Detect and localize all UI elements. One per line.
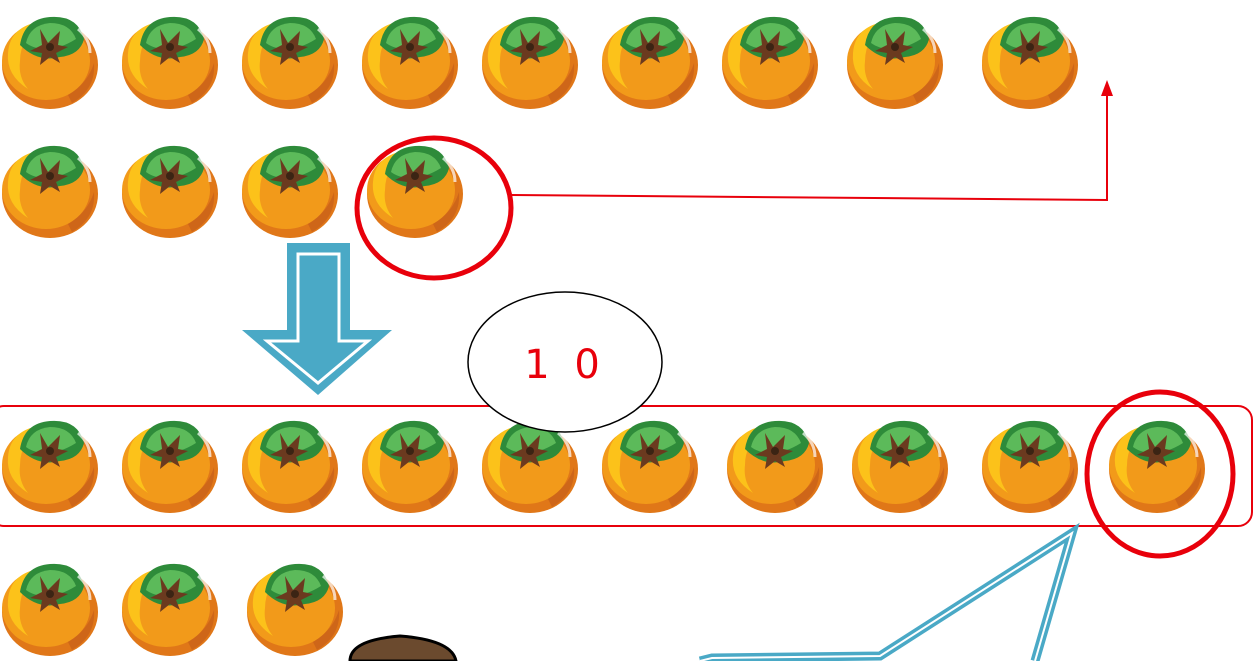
persimmon-icon [240, 15, 340, 111]
persimmon-icon [120, 419, 220, 515]
persimmon-icon [120, 15, 220, 111]
persimmon-icon [480, 419, 580, 515]
persimmon-icon [600, 15, 700, 111]
persimmon-icon [1107, 419, 1207, 515]
speech-bubble-callout [698, 522, 1080, 661]
persimmon-icon [980, 15, 1080, 111]
count-label-bubble [467, 291, 663, 433]
persimmon-icon [480, 15, 580, 111]
persimmon-icon [240, 144, 340, 240]
persimmon-icon [850, 419, 950, 515]
persimmon-icon [240, 419, 340, 515]
row-second [0, 144, 465, 240]
row-bottom [0, 562, 345, 658]
persimmon-icon [0, 419, 100, 515]
highlight-circle-moving [354, 135, 514, 281]
persimmon-icon [120, 144, 220, 240]
persimmon-icon [360, 419, 460, 515]
count-label-text: 1 0 [524, 342, 606, 388]
row-top [0, 15, 1080, 111]
persimmon-icon [0, 144, 100, 240]
persimmon-icon [0, 562, 100, 658]
row-grouped [0, 419, 1207, 515]
highlight-circle-added [1084, 389, 1236, 559]
character-head [348, 634, 458, 661]
persimmon-icon [360, 15, 460, 111]
persimmon-icon [0, 15, 100, 111]
connector-arrow-icon [511, 80, 1113, 202]
down-arrow-icon [242, 243, 392, 395]
persimmon-icon [725, 419, 825, 515]
persimmon-icon [845, 15, 945, 111]
persimmon-icon [600, 419, 700, 515]
persimmon-icon [980, 419, 1080, 515]
persimmon-icon [120, 562, 220, 658]
persimmon-icon [720, 15, 820, 111]
persimmon-icon [245, 562, 345, 658]
